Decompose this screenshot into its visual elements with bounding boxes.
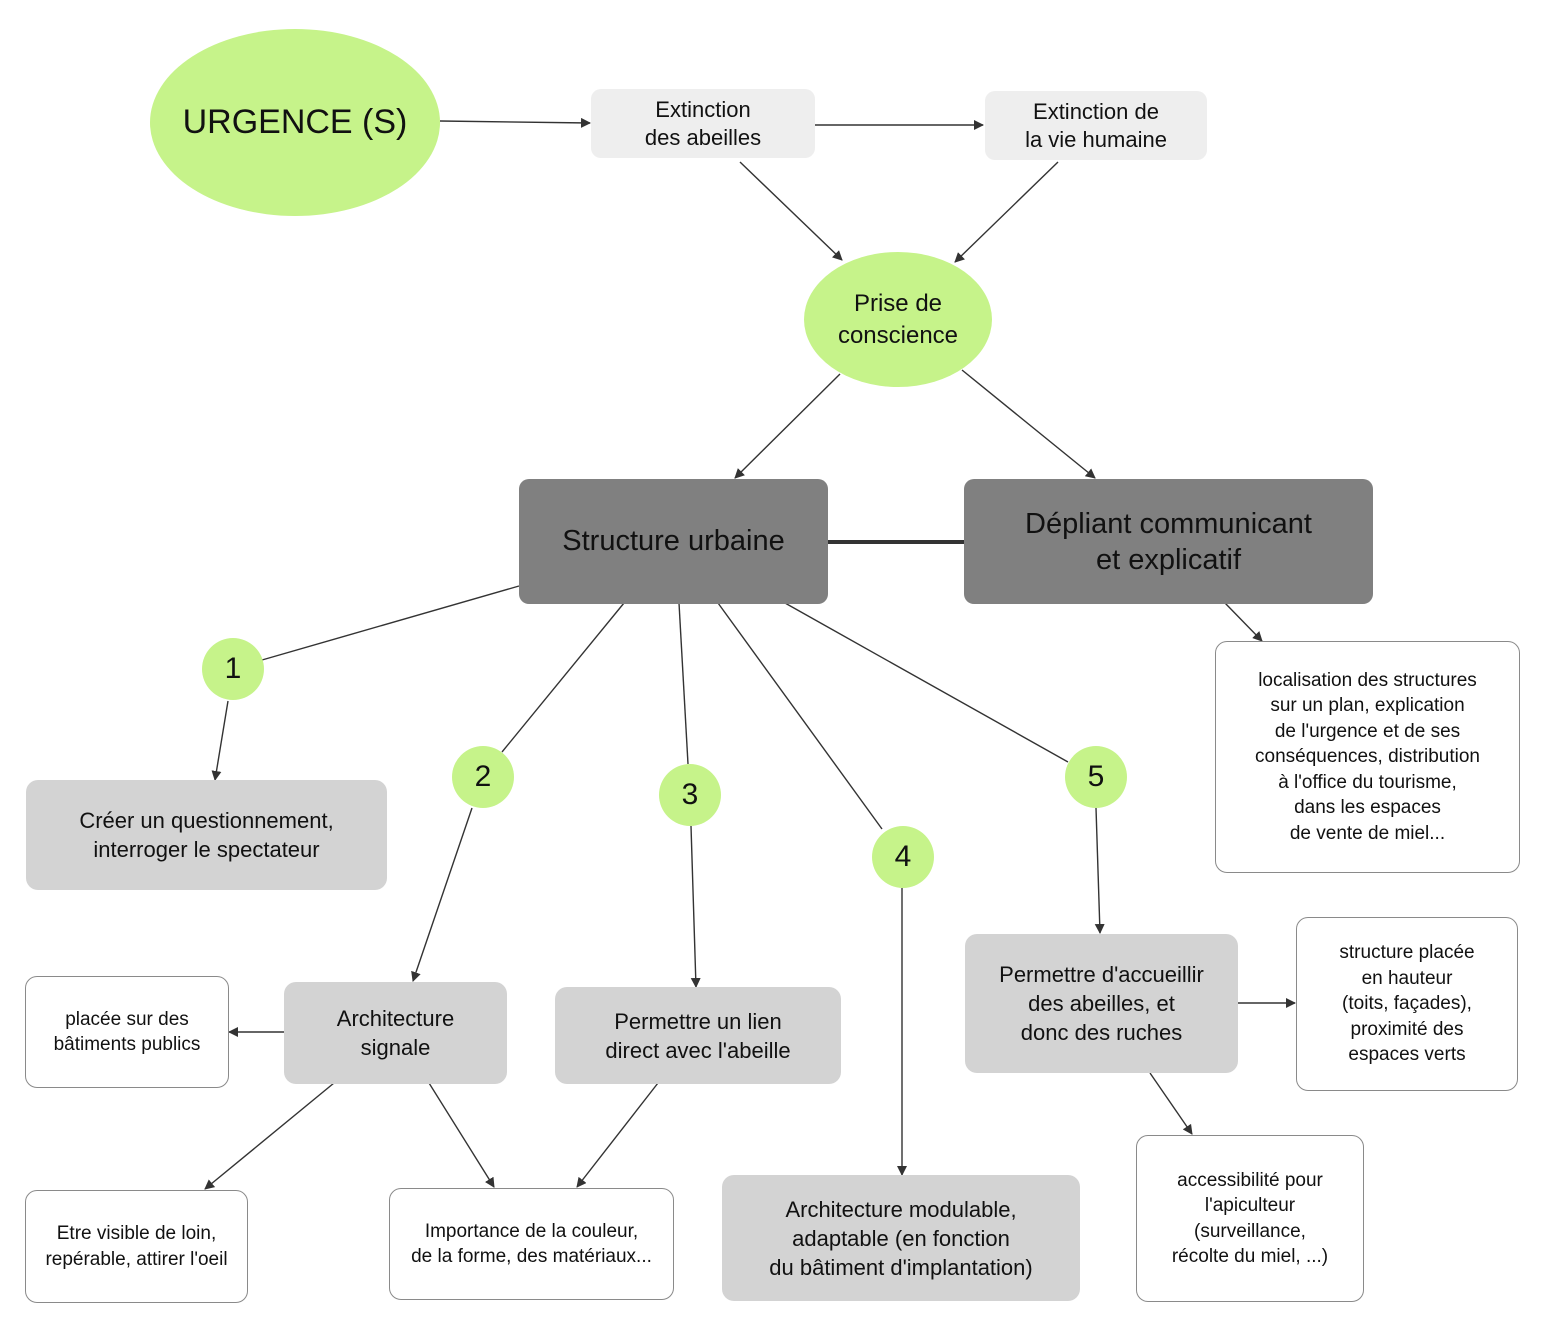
node-visible-loin: Etre visible de loin, repérable, attirer… — [25, 1190, 248, 1303]
node-number-1: 1 — [202, 638, 264, 700]
edge-urgence-extinction-abeilles — [439, 117, 591, 128]
edge-prise-conscience-depliant — [961, 369, 1096, 479]
edge-architecture-importance — [428, 1082, 495, 1188]
node-lien-abeille-label: Permettre un lien direct avec l'abeille — [605, 1008, 791, 1063]
node-questionnement: Créer un questionnement, interroger le s… — [26, 780, 387, 890]
node-importance-couleur: Importance de la couleur, de la forme, d… — [389, 1188, 674, 1300]
node-extinction-abeilles: Extinction des abeilles — [591, 89, 815, 158]
edge-structure-n2 — [501, 602, 625, 753]
node-number-4: 4 — [872, 826, 934, 888]
node-number-3: 3 — [659, 764, 721, 826]
edge-n1-questionnement — [211, 700, 229, 781]
node-accessibilite: accessibilité pour l'apiculteur (surveil… — [1136, 1135, 1364, 1302]
node-number-2: 2 — [452, 746, 514, 808]
node-number-2-label: 2 — [474, 760, 492, 793]
node-architecture-signale-label: Architecture signale — [336, 1006, 455, 1060]
node-architecture-modulable-label: Architecture modulable, adaptable (en fo… — [769, 1196, 1033, 1280]
edge-n2-architecture-signale — [411, 807, 473, 982]
edge-structure-n3 — [678, 602, 689, 765]
node-extinction-vie: Extinction de la vie humaine — [985, 91, 1207, 160]
node-accueillir-abeilles: Permettre d'accueillir des abeilles, et … — [965, 934, 1238, 1073]
edge-structure-n1 — [261, 585, 520, 661]
node-structure-hauteur-label: structure placée en hauteur (toits, faça… — [1339, 942, 1475, 1066]
edge-prise-conscience-structure — [734, 373, 841, 479]
node-batiments-publics-label: placée sur des bâtiments publics — [53, 1008, 201, 1056]
node-number-3-label: 3 — [681, 778, 699, 811]
edge-lien-importance — [576, 1082, 659, 1188]
node-extinction-vie-label: Extinction de la vie humaine — [1025, 98, 1167, 152]
edge-n3-lien-abeille — [690, 825, 701, 988]
node-lien-abeille: Permettre un lien direct avec l'abeille — [555, 987, 841, 1084]
node-prise-conscience: Prise de conscience — [804, 252, 992, 387]
edge-accueillir-accessibilite — [1149, 1072, 1193, 1135]
node-number-5: 5 — [1065, 746, 1127, 808]
node-accueillir-abeilles-label: Permettre d'accueillir des abeilles, et … — [999, 962, 1204, 1045]
edge-extinction-vie-prise-conscience — [954, 161, 1059, 263]
edge-structure-n5 — [784, 602, 1069, 763]
node-prise-conscience-label: Prise de conscience — [837, 289, 959, 349]
edge-n5-accueillir — [1094, 807, 1105, 934]
node-extinction-abeilles-label: Extinction des abeilles — [644, 96, 762, 150]
node-urgence: URGENCE (S) — [150, 29, 440, 216]
node-architecture-signale: Architecture signale — [284, 982, 507, 1084]
edge-structure-n4 — [717, 602, 883, 830]
node-number-1-label: 1 — [224, 652, 242, 685]
node-visible-loin-label: Etre visible de loin, repérable, attirer… — [45, 1223, 228, 1270]
node-urgence-label: URGENCE (S) — [182, 103, 408, 141]
node-depliant-detail: localisation des structures sur un plan,… — [1215, 641, 1520, 873]
node-structure-urbaine: Structure urbaine — [519, 479, 828, 604]
edge-extinction-abeilles-prise-conscience — [739, 161, 843, 261]
node-structure-urbaine-label: Structure urbaine — [562, 525, 785, 557]
edge-architecture-visible — [204, 1082, 335, 1190]
node-depliant-label: Dépliant communicant et explicatif — [1025, 507, 1312, 576]
node-depliant: Dépliant communicant et explicatif — [964, 479, 1373, 604]
node-architecture-modulable: Architecture modulable, adaptable (en fo… — [722, 1175, 1080, 1301]
node-structure-hauteur: structure placée en hauteur (toits, faça… — [1296, 917, 1518, 1091]
node-number-4-label: 4 — [894, 840, 912, 873]
node-accessibilite-label: accessibilité pour l'apiculteur (surveil… — [1171, 1169, 1329, 1268]
node-importance-couleur-label: Importance de la couleur, de la forme, d… — [411, 1220, 652, 1268]
node-questionnement-label: Créer un questionnement, interroger le s… — [79, 808, 334, 862]
node-depliant-detail-label: localisation des structures sur un plan,… — [1255, 669, 1480, 844]
node-batiments-publics: placée sur des bâtiments publics — [25, 976, 229, 1088]
node-number-5-label: 5 — [1087, 760, 1105, 793]
edge-depliant-detail — [1224, 602, 1263, 642]
